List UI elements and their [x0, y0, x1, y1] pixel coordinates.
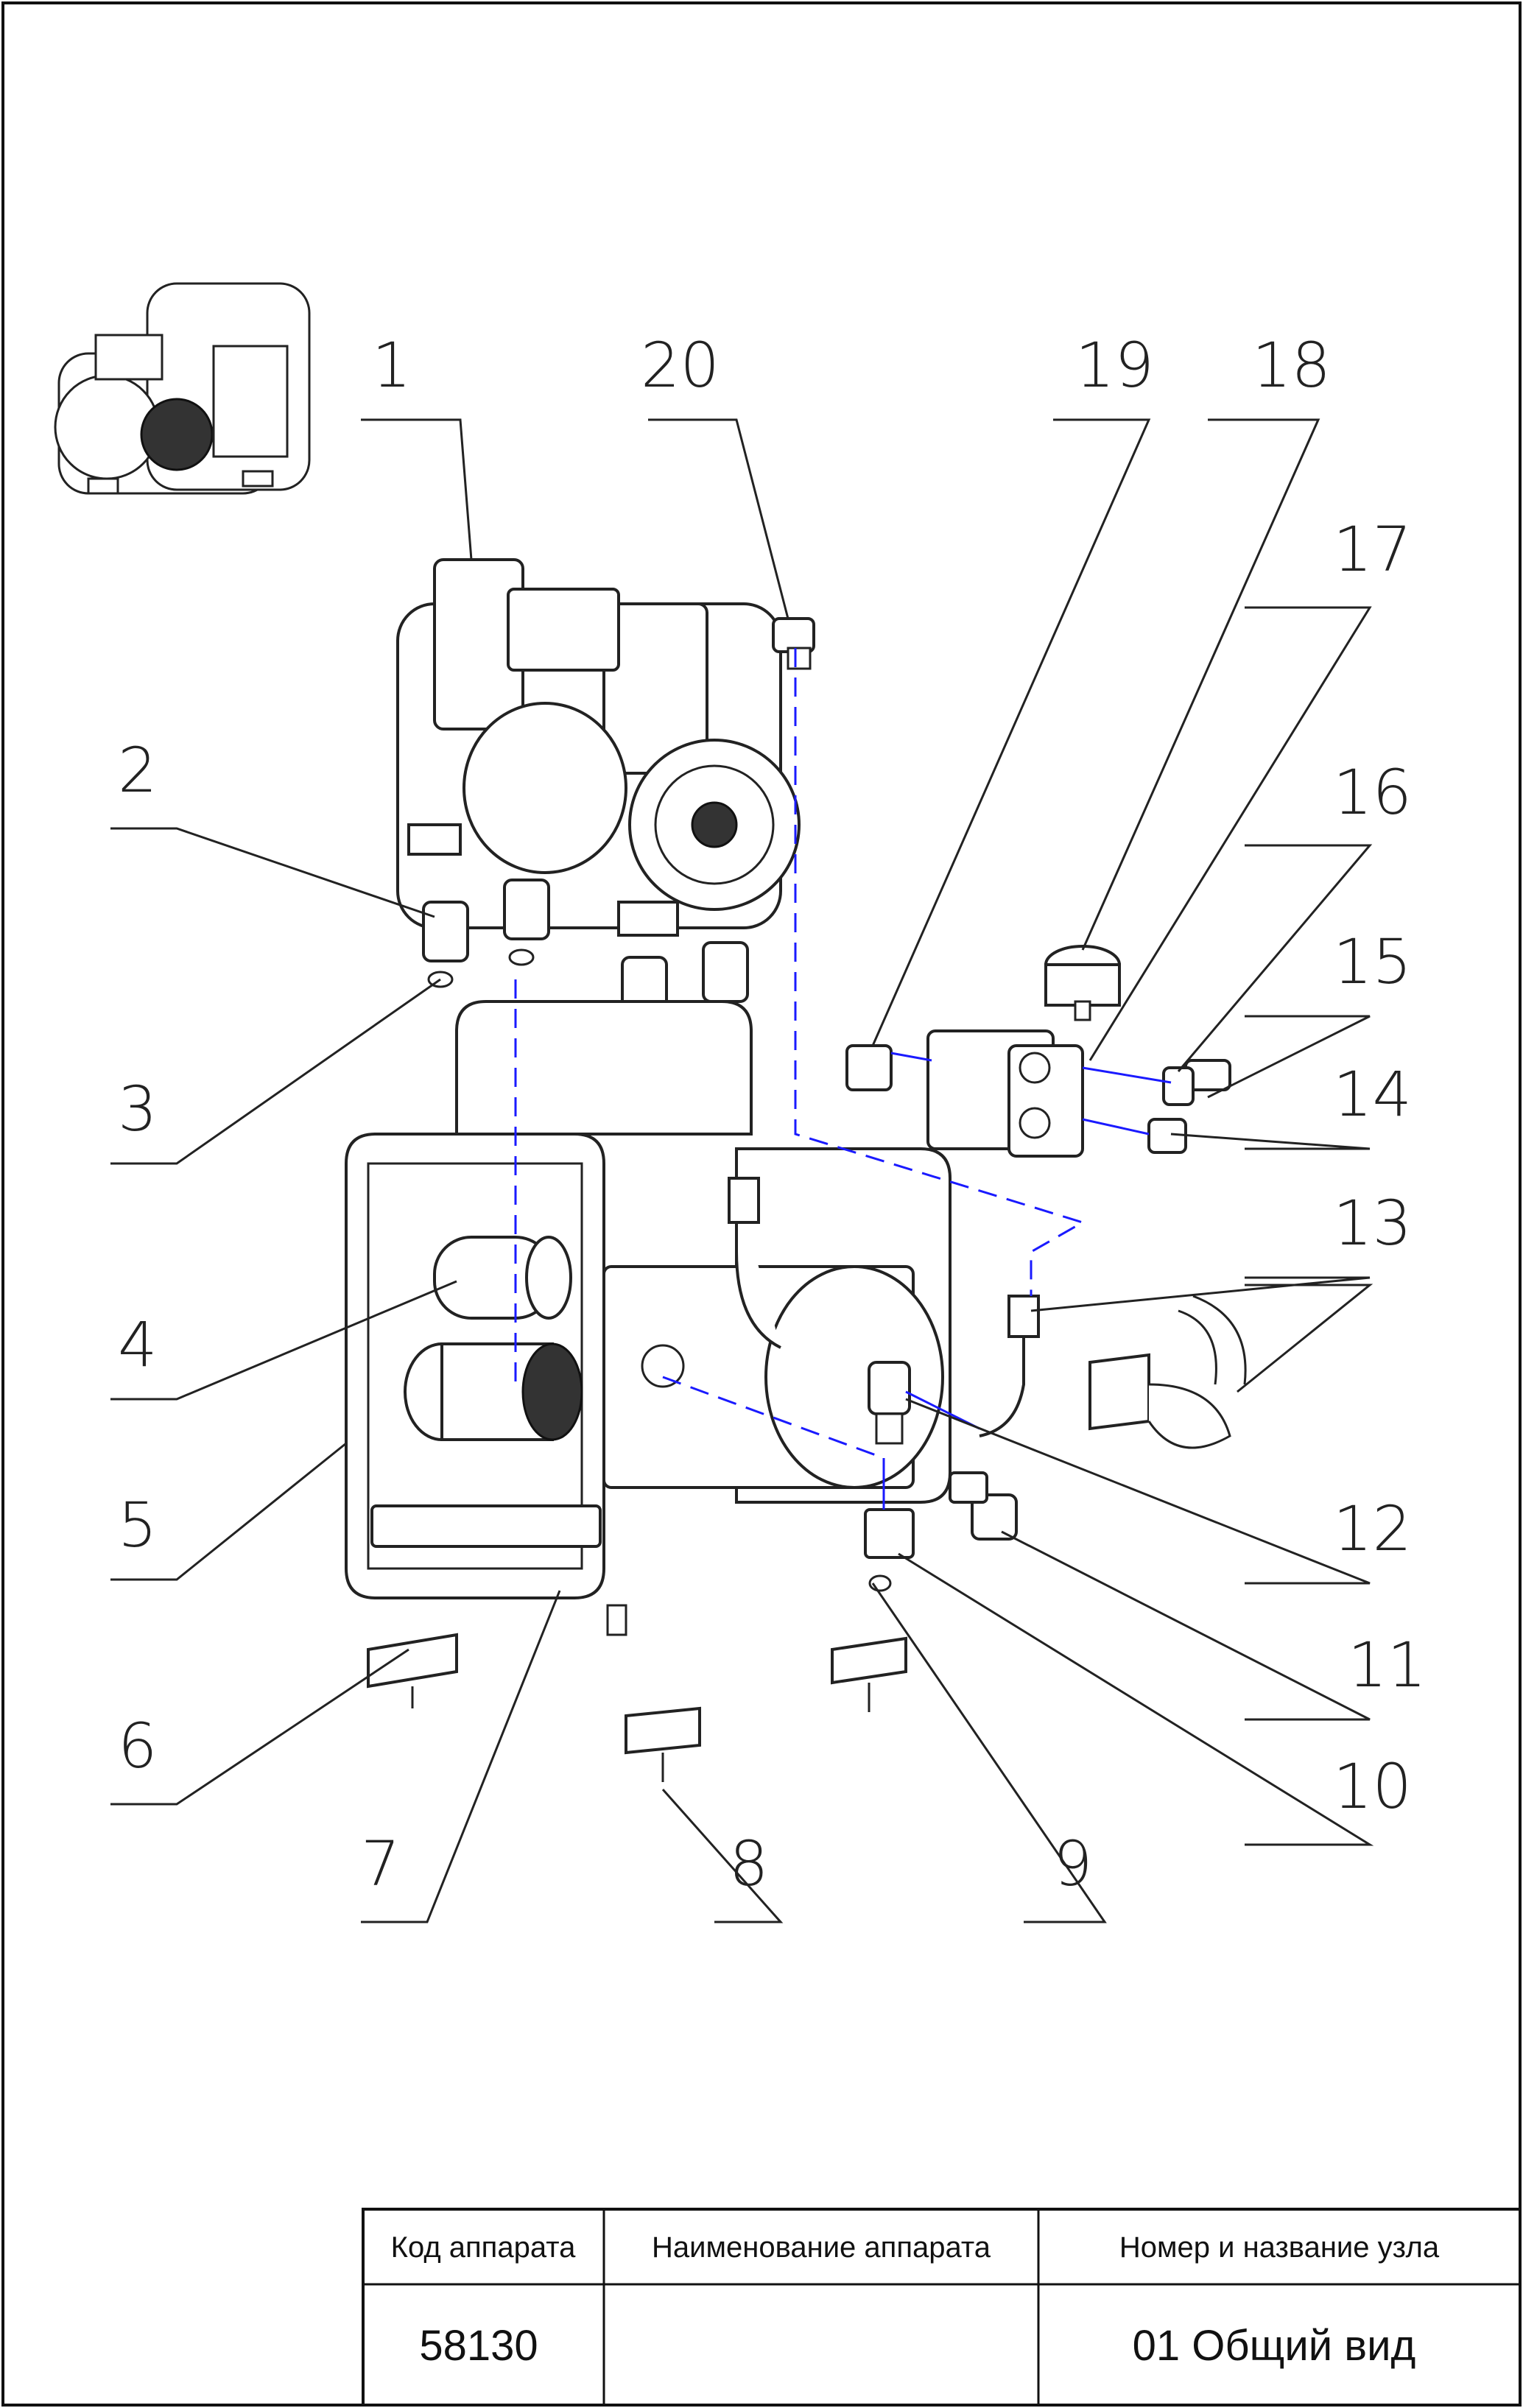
callout-leaders: [110, 418, 1374, 1923]
discharge-pipes: [728, 1177, 1040, 1437]
part-10-fitting: [949, 1471, 988, 1504]
part-20-elbow-fitting: [772, 617, 815, 670]
part-11-drain-valve: [971, 1493, 1018, 1541]
callout-14: 14: [1333, 1058, 1412, 1130]
callout-16: 16: [1333, 756, 1412, 828]
callout-11: 11: [1348, 1629, 1427, 1701]
callout-numbers: 1 2 3 4 5 6 7 8 9 10 11 12 13 14 15 16 1…: [118, 329, 1427, 1900]
foot-bolt: [606, 1604, 627, 1636]
assembly-lines: [514, 648, 1172, 1510]
part-18-pressure-gauge: [1044, 945, 1121, 1021]
callout-9: 9: [1053, 1828, 1092, 1900]
callout-1: 1: [372, 329, 411, 401]
callout-12: 12: [1333, 1493, 1412, 1565]
callout-3: 3: [118, 1073, 157, 1145]
callout-4: 4: [118, 1309, 157, 1381]
callout-19: 19: [1075, 329, 1154, 401]
callout-6: 6: [118, 1710, 157, 1782]
part-6b-rubber-foot: [831, 1636, 907, 1712]
part-17-pressure-switch: [926, 1029, 1084, 1158]
callout-20: 20: [641, 329, 720, 401]
part-12-check-valve: [868, 1361, 911, 1445]
callout-5: 5: [118, 1489, 157, 1561]
code-value: 58130: [419, 2322, 538, 2370]
unit-value: 01 Общий вид: [1133, 2322, 1416, 2370]
part-19-unloader-valve: [845, 1044, 893, 1091]
callout-13: 13: [1333, 1187, 1412, 1259]
part-13-power-cord: [1088, 1295, 1247, 1449]
callout-15: 15: [1333, 926, 1412, 998]
callout-2: 2: [118, 734, 157, 806]
part-14-outlet-fitting: [1147, 1118, 1187, 1154]
part-5-motor-capacitor: [404, 1342, 583, 1441]
name-header: Наименование аппарата: [652, 2231, 991, 2264]
part-8-rubber-foot: [625, 1706, 701, 1782]
code-header: Код аппарата: [391, 2231, 576, 2264]
callout-10: 10: [1333, 1750, 1412, 1823]
unit-header: Номер и название узла: [1119, 2231, 1440, 2264]
callout-7: 7: [361, 1828, 400, 1900]
callout-8: 8: [729, 1828, 768, 1900]
assembled-preview: [54, 282, 311, 495]
callout-18: 18: [1252, 329, 1331, 401]
part-4-air-filter: [433, 1236, 572, 1320]
title-block: Код аппарата Наименование аппарата Номер…: [362, 2208, 1522, 2407]
part-16-safety-valve: [1162, 1066, 1195, 1106]
part-1-compressor-head: [396, 558, 801, 937]
callout-17: 17: [1333, 513, 1412, 585]
part-6-rubber-foot: [367, 1633, 458, 1708]
part-9-valve-body: [864, 1508, 915, 1592]
